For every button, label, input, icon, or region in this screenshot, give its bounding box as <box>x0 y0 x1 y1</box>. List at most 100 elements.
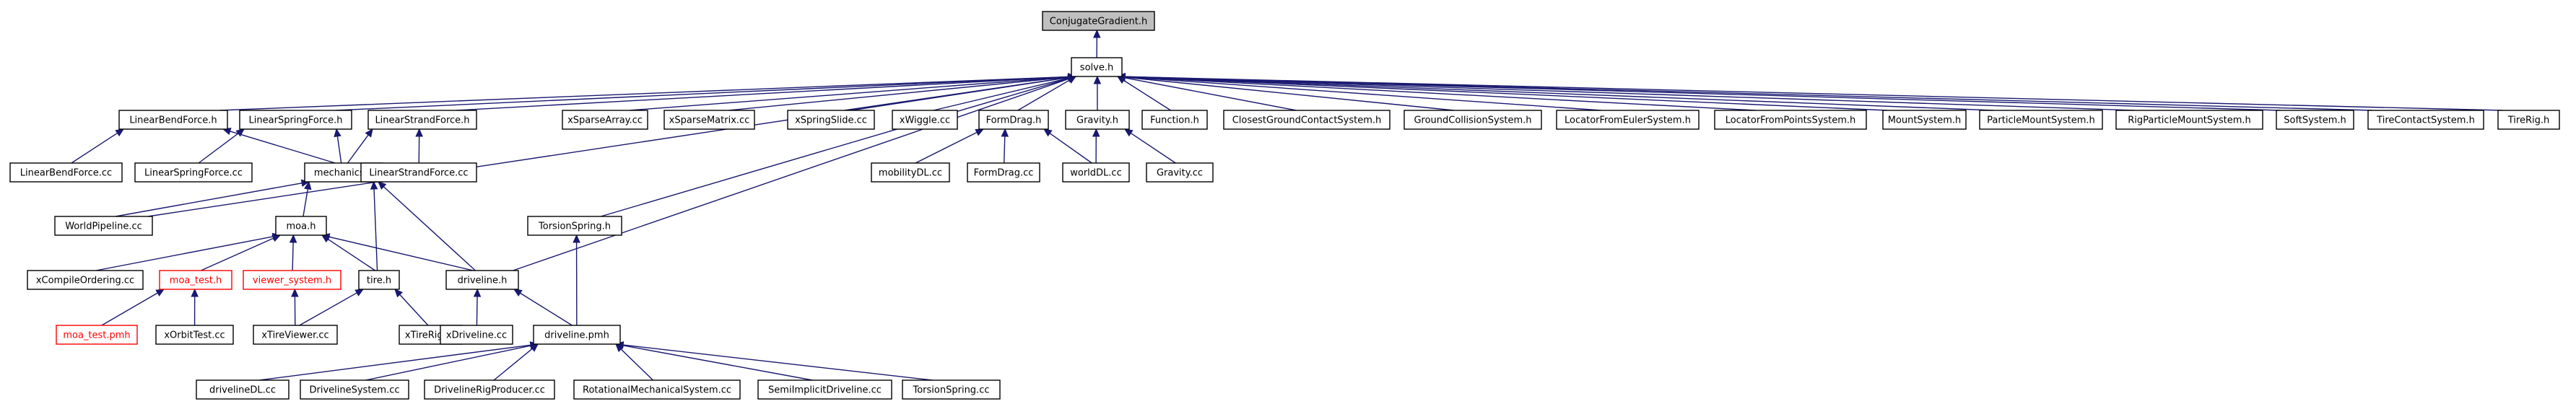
edge-linearstrandforce_h-to-solve_h <box>456 73 1077 111</box>
node-label: solve.h <box>1080 63 1113 74</box>
node-label: tire.h <box>367 276 391 286</box>
arrowhead-icon <box>1092 128 1100 137</box>
edge-driveline_h-to-mechanics_h <box>378 181 476 271</box>
node-linearstrandforce-h[interactable]: LinearStrandForce.h <box>367 110 477 130</box>
arrowhead-icon <box>394 289 403 298</box>
node-drivelinesystem-cc[interactable]: DrivelineSystem.cc <box>300 379 409 400</box>
arrowhead-icon <box>415 128 423 137</box>
node-solve-h[interactable]: solve.h <box>1071 57 1123 77</box>
arrowhead-icon <box>291 288 299 297</box>
edge-linearbendforce_cc-to-linearbendforce_h <box>71 128 125 164</box>
node-torsionspring-cc[interactable]: TorsionSpring.cc <box>902 379 1001 400</box>
edge-worlddl_cc-to-formdrag_h <box>1043 128 1092 164</box>
node-formdrag-cc[interactable]: FormDrag.cc <box>967 162 1040 183</box>
node-rigparticlemountsystem-h[interactable]: RigParticleMountSystem.h <box>2115 110 2263 130</box>
edge-drivelinerigproducer_cc-to-driveline_pmh <box>493 343 539 381</box>
node-gravity-h[interactable]: Gravity.h <box>1065 110 1130 130</box>
arrowhead-icon <box>1123 128 1133 137</box>
node-label: GroundCollisionSystem.h <box>1414 115 1531 126</box>
node-viewer-system-h[interactable]: viewer_system.h <box>243 270 341 290</box>
node-label: RotationalMechanicalSystem.cc <box>583 385 731 396</box>
arrowhead-icon <box>1001 128 1009 137</box>
edge-solve_h-to-conjugategradient_h <box>1093 29 1101 58</box>
node-xsparsematrix-cc[interactable]: xSparseMatrix.cc <box>663 110 755 130</box>
node-moa-test-h[interactable]: moa_test.h <box>159 270 232 290</box>
node-label: xWiggle.cc <box>900 115 950 126</box>
edge-worldpipeline_cc-to-mechanics_h <box>116 179 310 217</box>
node-label: FormDrag.h <box>986 115 1042 126</box>
node-worldpipeline-cc[interactable]: WorldPipeline.cc <box>54 216 153 236</box>
node-worlddl-cc[interactable]: worldDL.cc <box>1062 162 1130 183</box>
node-driveline-h[interactable]: driveline.h <box>445 270 519 290</box>
edge-tire_h-to-mechanics_h <box>370 180 378 271</box>
node-locatorfromeulersystem-h[interactable]: LocatorFromEulerSystem.h <box>1556 110 1700 130</box>
arrowhead-icon <box>115 128 125 137</box>
edge-drivelinedl_cc-to-driveline_pmh <box>259 341 539 381</box>
node-label: LinearSpringForce.cc <box>144 168 243 179</box>
node-xdriveline-cc[interactable]: xDriveline.cc <box>440 325 513 345</box>
arrowhead-icon <box>289 234 297 243</box>
node-label: ClosestGroundContactSystem.h <box>1232 115 1382 126</box>
node-driveline-pmh[interactable]: driveline.pmh <box>533 325 621 345</box>
arrowhead-icon <box>235 128 245 137</box>
node-label: ConjugateGradient.h <box>1050 17 1147 27</box>
node-groundcollisionsystem-h[interactable]: GroundCollisionSystem.h <box>1404 110 1542 130</box>
node-torsionspring-h[interactable]: TorsionSpring.h <box>527 216 622 236</box>
node-xsparsearray-cc[interactable]: xSparseArray.cc <box>562 110 648 130</box>
edge-driveline_pmh-to-driveline_h <box>513 289 573 326</box>
node-rotationalmechanicalsystem-cc[interactable]: RotationalMechanicalSystem.cc <box>573 379 741 400</box>
node-linearspringforce-h[interactable]: LinearSpringForce.h <box>239 110 352 130</box>
node-moa-test-pmh[interactable]: moa_test.pmh <box>56 325 138 345</box>
node-xtireviewer-cc[interactable]: xTireViewer.cc <box>253 325 338 345</box>
node-linearspringforce-cc[interactable]: LinearSpringForce.cc <box>134 162 253 183</box>
node-label: moa.h <box>287 221 316 232</box>
node-particlemountsystem-h[interactable]: ParticleMountSystem.h <box>1979 110 2103 130</box>
node-linearbendforce-cc[interactable]: LinearBendForce.cc <box>9 162 123 183</box>
node-tire-h[interactable]: tire.h <box>358 270 400 290</box>
edge-linearspringforce_cc-to-linearspringforce_h <box>198 128 245 164</box>
node-drivelinerigproducer-cc[interactable]: DrivelineRigProducer.cc <box>424 379 555 400</box>
node-linearbendforce-h[interactable]: LinearBendForce.h <box>118 110 228 130</box>
node-mobilitydl-cc[interactable]: mobilityDL.cc <box>871 162 950 183</box>
edge-mechanics_h-to-linearspringforce_h <box>334 128 342 164</box>
node-label: DrivelineRigProducer.cc <box>434 385 545 396</box>
node-linearstrandforce-cc[interactable]: LinearStrandForce.cc <box>360 162 477 183</box>
node-moa-h[interactable]: moa.h <box>275 216 327 236</box>
edge-linearbendforce_h-to-solve_h <box>219 73 1077 111</box>
node-formdrag-h[interactable]: FormDrag.h <box>978 110 1049 130</box>
node-xspringslide-cc[interactable]: xSpringSlide.cc <box>787 110 875 130</box>
node-tirecontactsystem-h[interactable]: TireContactSystem.h <box>2367 110 2484 130</box>
node-closestgroundcontactsystem-h[interactable]: ClosestGroundContactSystem.h <box>1223 110 1391 130</box>
node-softsystem-h[interactable]: SoftSystem.h <box>2276 110 2354 130</box>
node-drivelinedl-cc[interactable]: drivelineDL.cc <box>196 379 290 400</box>
edge-moa_test_pmh-to-moa_test_h <box>101 289 165 326</box>
arrowhead-icon <box>473 288 482 297</box>
node-label: RigParticleMountSystem.h <box>2128 115 2251 126</box>
node-locatorfrompointssystem-h[interactable]: LocatorFromPointsSystem.h <box>1714 110 1867 130</box>
node-label: xSparseMatrix.cc <box>669 115 750 126</box>
node-label: driveline.pmh <box>544 330 609 341</box>
nodes-layer: ConjugateGradient.h solve.hLinearBendForc… <box>9 11 2560 400</box>
edge-xorbittest_cc-to-moa_test_h <box>191 288 199 326</box>
node-mountsystem-h[interactable]: MountSystem.h <box>1882 110 1967 130</box>
node-label: DrivelineSystem.cc <box>309 385 399 396</box>
node-label: FormDrag.cc <box>974 168 1034 179</box>
node-gravity-cc[interactable]: Gravity.cc <box>1146 162 1214 183</box>
node-label: mechanics.h <box>314 168 373 179</box>
arrowhead-icon <box>529 343 539 352</box>
arrowhead-icon <box>354 289 365 297</box>
node-xcompileordering-cc[interactable]: xCompileOrdering.cc <box>27 270 144 290</box>
node-conjugategradient-h[interactable]: ConjugateGradient.h <box>1042 11 1155 31</box>
node-function-h[interactable]: Function.h <box>1141 110 1208 130</box>
node-xwiggle-cc[interactable]: xWiggle.cc <box>892 110 958 130</box>
node-label: xDriveline.cc <box>446 330 507 341</box>
node-label: LocatorFromEulerSystem.h <box>1565 115 1691 126</box>
node-label: Gravity.cc <box>1157 168 1203 179</box>
node-tirerig-h[interactable]: TireRig.h <box>2497 110 2560 130</box>
edge-xtireviewer_cc-to-tire_h <box>299 289 365 326</box>
edge-worldpipeline_cc-to-solve_h <box>147 74 1077 217</box>
edge-xtireviewer_cc-to-viewer_system_h <box>291 288 299 326</box>
node-xorbittest-cc[interactable]: xOrbitTest.cc <box>155 325 234 345</box>
node-semiimplicitdriveline-cc[interactable]: SemiImplicitDriveline.cc <box>757 379 892 400</box>
edge-driveline_pmh-to-torsionspring_h <box>573 234 580 326</box>
